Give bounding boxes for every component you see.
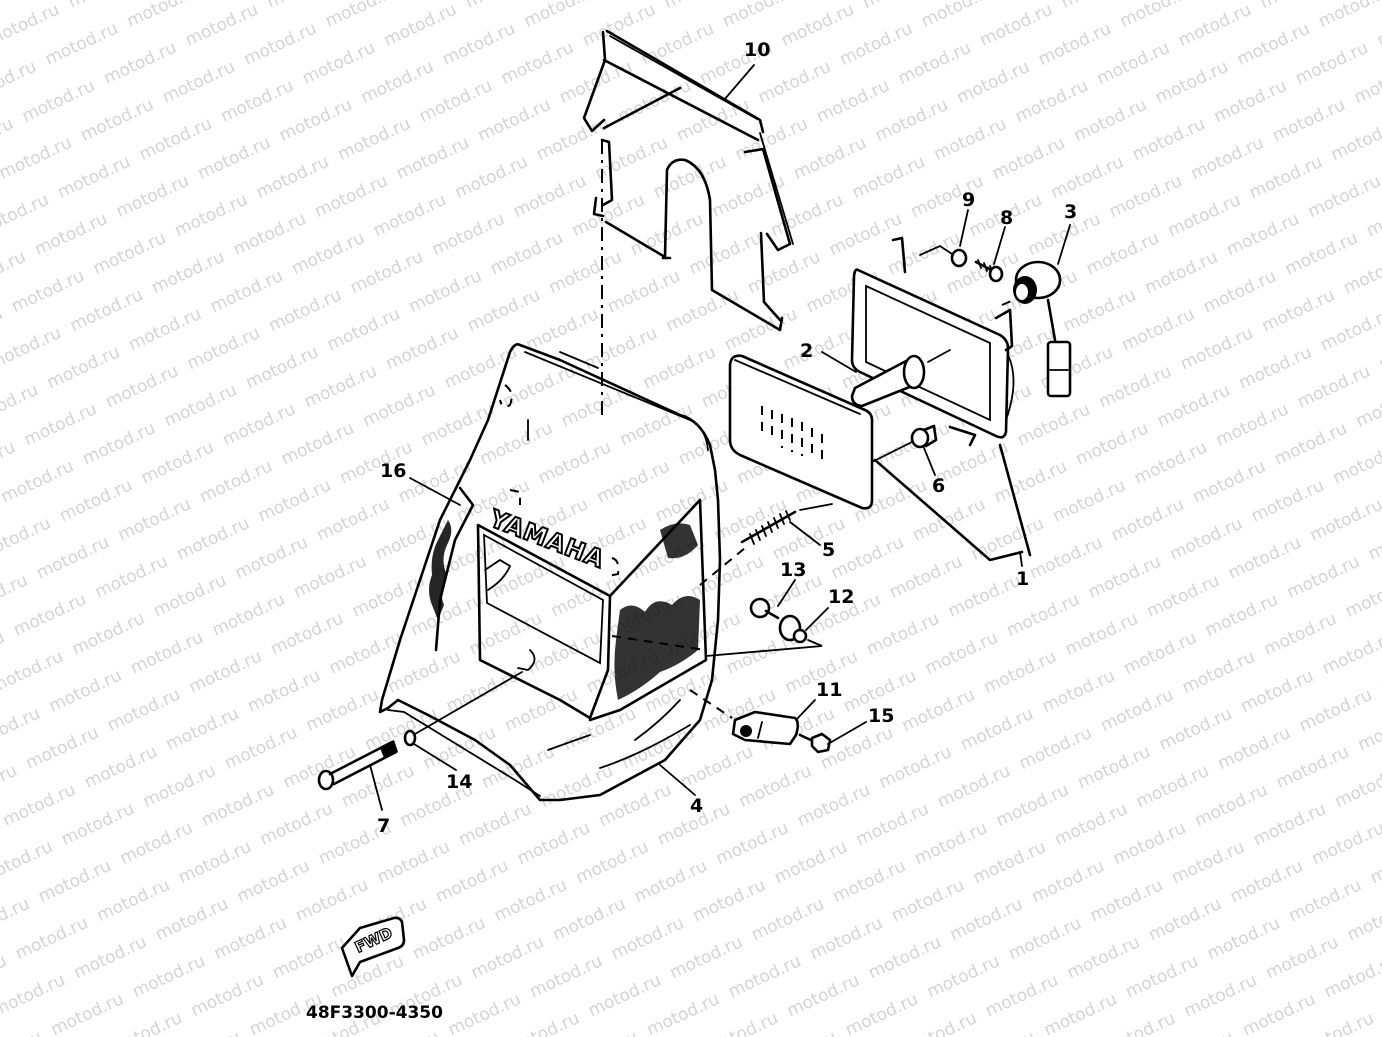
- leader-12-apex: [705, 639, 823, 657]
- forward-direction-arrow-icon: FWD: [340, 916, 406, 978]
- callout-9[interactable]: 9: [962, 189, 975, 211]
- part-1-headlight-assembly[interactable]: [728, 236, 1032, 562]
- part-4-headlight-cowl[interactable]: YAMAHA: [378, 343, 722, 802]
- callout-1[interactable]: 1: [1016, 568, 1029, 590]
- part-10-cowl-bracket[interactable]: [582, 29, 794, 420]
- callout-10[interactable]: 10: [744, 39, 770, 61]
- callout-4[interactable]: 4: [690, 795, 703, 817]
- lens-pattern: [761, 406, 823, 464]
- part-14-washer[interactable]: [403, 671, 523, 747]
- part-15-bolt[interactable]: [798, 732, 832, 754]
- callout-15[interactable]: 15: [868, 705, 894, 727]
- part-9-nut[interactable]: [919, 244, 968, 268]
- callout-16[interactable]: 16: [380, 460, 406, 482]
- part-diagram-code: 48F3300-4350: [306, 1003, 443, 1023]
- callout-11[interactable]: 11: [816, 679, 842, 701]
- part-7-bolt[interactable]: [317, 740, 398, 791]
- callout-labels: 1 2 3 4 5 6 7 8 9 10 11 12 13 14 15 16: [377, 39, 1077, 837]
- callout-2[interactable]: 2: [800, 340, 813, 362]
- part-8-screw[interactable]: [974, 259, 1004, 283]
- callout-13[interactable]: 13: [780, 559, 806, 581]
- part-2-bulb[interactable]: [850, 349, 951, 408]
- callout-7[interactable]: 7: [377, 815, 390, 837]
- part-12-collar[interactable]: [778, 614, 808, 644]
- part-13-bolt[interactable]: [749, 597, 780, 620]
- callout-12[interactable]: 12: [828, 586, 854, 608]
- part-11-stay[interactable]: [689, 689, 800, 746]
- callout-5[interactable]: 5: [822, 539, 835, 561]
- callout-14[interactable]: 14: [446, 771, 472, 793]
- callout-leaders: [369, 64, 1071, 811]
- callout-8[interactable]: 8: [1000, 207, 1013, 229]
- callout-3[interactable]: 3: [1064, 201, 1077, 223]
- part-3-bulb-socket[interactable]: [1001, 260, 1072, 398]
- callout-6[interactable]: 6: [932, 475, 945, 497]
- part-5-spring[interactable]: [740, 503, 833, 545]
- part-6-clip[interactable]: [871, 424, 938, 463]
- mount-line-5: [699, 547, 746, 586]
